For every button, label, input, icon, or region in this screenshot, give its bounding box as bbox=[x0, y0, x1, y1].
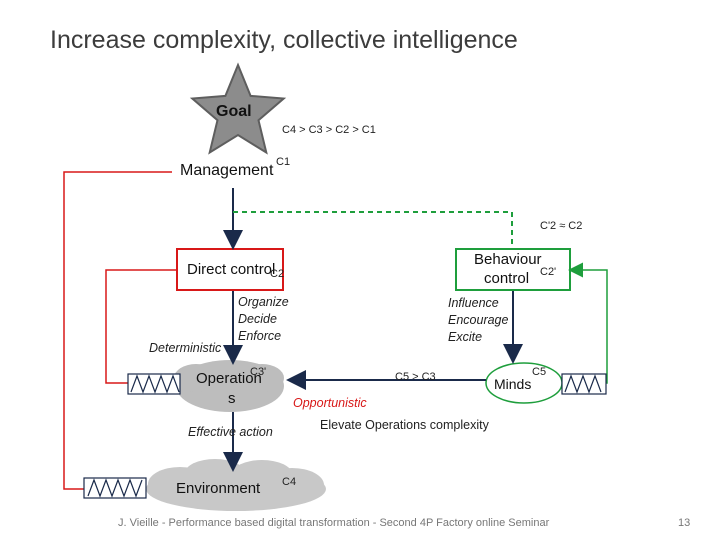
opportunistic-label: Opportunistic bbox=[293, 396, 367, 410]
effective-action-label: Effective action bbox=[188, 425, 273, 439]
operations-label-line1: Operation bbox=[196, 370, 262, 387]
verb-organize: Organize bbox=[238, 295, 289, 309]
environment-label: Environment bbox=[176, 480, 261, 497]
goal-label: Goal bbox=[216, 103, 252, 120]
direct-control-label: Direct control bbox=[187, 261, 276, 278]
verb-encourage: Encourage bbox=[448, 313, 509, 327]
environment-tag: C4 bbox=[282, 476, 297, 488]
wave-icon-green bbox=[561, 373, 607, 395]
wave-icon-outer bbox=[83, 477, 147, 499]
behaviour-tag: C2' bbox=[540, 266, 557, 278]
wave-icon-inner bbox=[127, 373, 181, 395]
goal-order: C4 > C3 > C2 > C1 bbox=[282, 124, 376, 136]
verb-excite: Excite bbox=[448, 330, 483, 344]
goal-star bbox=[189, 62, 287, 155]
verb-decide: Decide bbox=[238, 312, 277, 326]
link-c2-label: C'2 ≈ C2 bbox=[540, 220, 583, 232]
deterministic-label: Deterministic bbox=[149, 341, 222, 355]
behaviour-label-line2: control bbox=[484, 270, 530, 287]
behaviour-control-box bbox=[455, 248, 571, 291]
footer-text: J. Vieille - Performance based digital t… bbox=[118, 517, 550, 529]
green-loop bbox=[567, 262, 608, 384]
minds-label: Minds bbox=[494, 376, 532, 392]
operations-cloud bbox=[174, 360, 284, 412]
management-label: Management bbox=[180, 162, 274, 179]
c5-c3-label: C5 > C3 bbox=[395, 371, 436, 383]
operations-tag: C3' bbox=[250, 366, 267, 378]
behaviour-label-line1: Behaviour bbox=[474, 251, 542, 268]
direct-control-tag: C2 bbox=[270, 268, 285, 280]
verb-enforce: Enforce bbox=[238, 329, 282, 343]
dashed-link-management-behaviour bbox=[233, 211, 513, 246]
elevate-label: Elevate Operations complexity bbox=[320, 418, 489, 432]
management-tag: C1 bbox=[276, 156, 291, 168]
slide-title: Increase complexity, collective intellig… bbox=[50, 26, 518, 54]
environment-cloud bbox=[146, 459, 326, 511]
verb-influence: Influence bbox=[448, 296, 499, 310]
red-loop-inner bbox=[105, 269, 177, 384]
page-number: 13 bbox=[678, 517, 691, 529]
operations-label-line2: s bbox=[228, 390, 236, 407]
red-loop-outer bbox=[63, 171, 172, 490]
minds-tag: C5 bbox=[532, 366, 547, 378]
